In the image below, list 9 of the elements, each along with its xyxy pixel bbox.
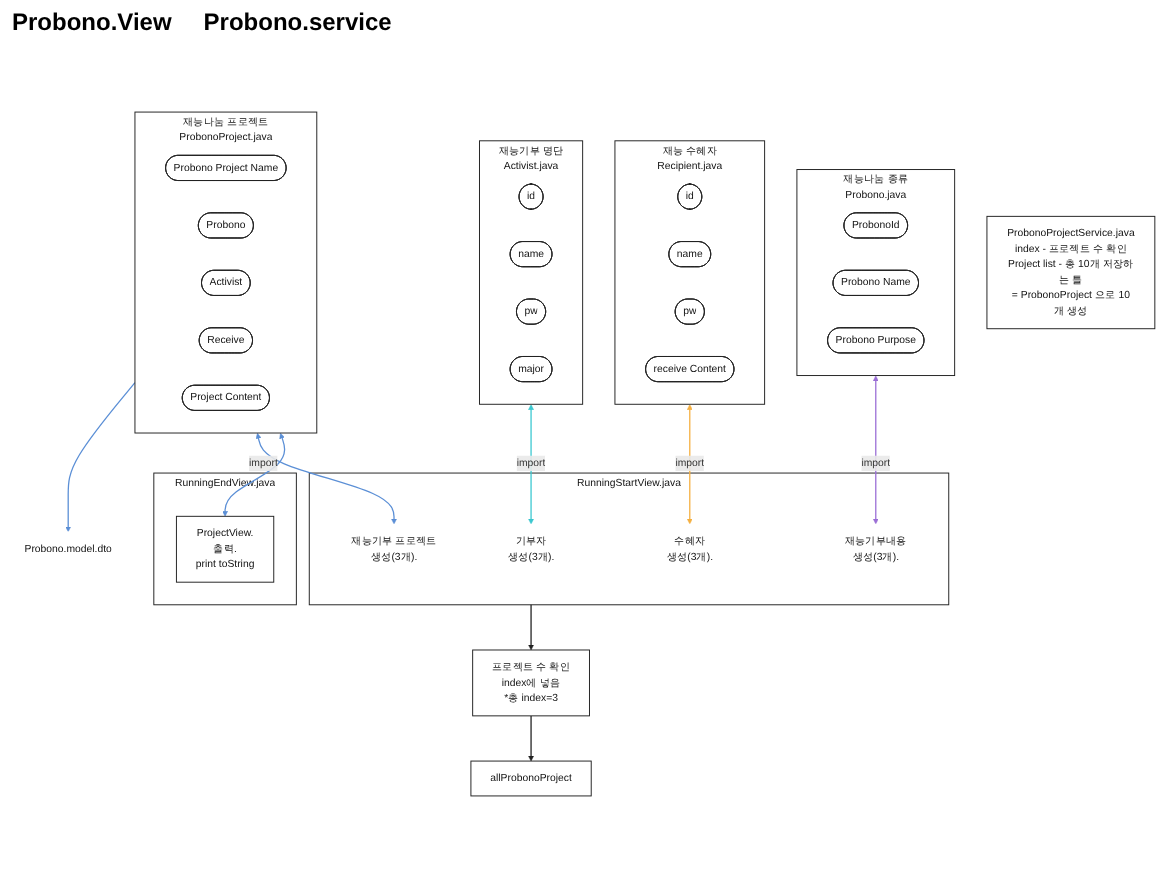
- arrow: [528, 604, 534, 651]
- arrow: [255, 433, 397, 525]
- package-label: Probono.service: [203, 8, 392, 36]
- package-label: Probono.View: [12, 8, 172, 36]
- arrow: [872, 375, 879, 525]
- arrow: [65, 381, 136, 533]
- arrow: [528, 715, 534, 762]
- arrow: [528, 404, 534, 525]
- arrow: [686, 404, 693, 525]
